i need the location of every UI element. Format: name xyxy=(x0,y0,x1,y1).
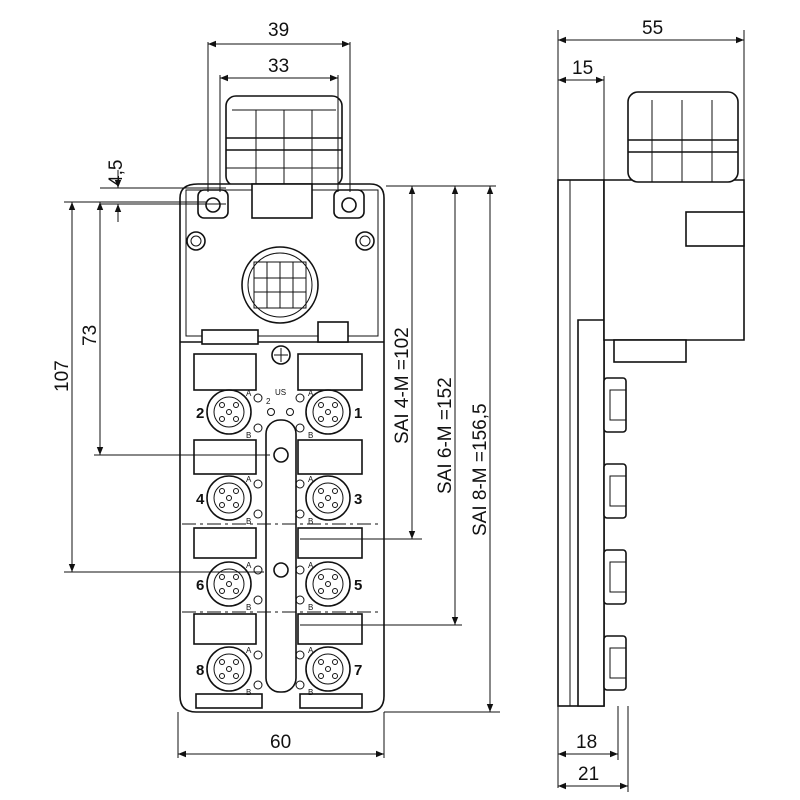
m12-socket xyxy=(305,389,351,435)
dim-18: 18 xyxy=(576,732,597,753)
port-number-3: 3 xyxy=(354,491,362,508)
dim-60: 60 xyxy=(270,732,291,753)
pin-label-a: A xyxy=(246,389,252,398)
side-upper-housing xyxy=(603,179,745,341)
side-connectors xyxy=(603,377,627,691)
dim-sai-4m: SAI 4-M =102 xyxy=(392,327,413,444)
dim-21: 21 xyxy=(578,764,599,785)
pin-label-a: A xyxy=(246,475,252,484)
central-connector xyxy=(241,246,319,324)
dim-sai-6m: SAI 6-M =152 xyxy=(435,377,456,494)
socket-group xyxy=(206,389,351,692)
label-slot-left xyxy=(201,329,259,345)
dim-15: 15 xyxy=(572,58,593,79)
pin-label-a: A xyxy=(308,389,314,398)
side-view xyxy=(557,91,745,707)
indicator-led xyxy=(273,447,289,463)
m12-socket xyxy=(305,646,351,692)
us2-indicator-label: 2 xyxy=(266,397,271,406)
pin-label-b: B xyxy=(246,431,251,440)
dim-sai-8m: SAI 8-M =156,5 xyxy=(470,403,491,536)
pin-label-b: B xyxy=(246,517,251,526)
front-view: US 2 xyxy=(179,95,385,713)
port-number-7: 7 xyxy=(354,662,362,679)
port-numbers: 1 2 3 4 5 6 7 8 xyxy=(196,405,362,679)
side-label xyxy=(685,211,745,247)
center-divider xyxy=(265,419,297,693)
dim-107: 107 xyxy=(52,360,73,392)
dim-4-5: 4,5 xyxy=(106,160,127,186)
label-strips xyxy=(193,353,363,709)
screw-left xyxy=(186,231,206,251)
port-leds xyxy=(253,393,305,690)
pin-label-a: A xyxy=(246,646,252,655)
side-rail xyxy=(577,319,605,707)
indicator-led xyxy=(273,562,289,578)
pin-label-b: B xyxy=(246,603,251,612)
side-dimensions: 55 15 18 21 xyxy=(557,18,745,792)
m12-socket xyxy=(206,389,252,435)
pin-label-a: A xyxy=(308,646,314,655)
m12-socket xyxy=(206,646,252,692)
dim-33: 33 xyxy=(268,56,289,77)
pin-label-a: A xyxy=(308,561,314,570)
pin-label-b: B xyxy=(308,688,313,697)
m12-socket xyxy=(206,475,252,521)
side-step xyxy=(613,339,687,363)
mounting-hole-top-right xyxy=(333,189,365,219)
pin-label-b: B xyxy=(308,603,313,612)
side-cable-gland xyxy=(627,91,739,183)
cable-gland xyxy=(225,95,343,187)
port-number-5: 5 xyxy=(354,577,362,594)
m12-socket xyxy=(305,561,351,607)
dim-55: 55 xyxy=(642,18,663,39)
center-screw xyxy=(271,345,291,365)
label-slot-right xyxy=(317,321,349,343)
pin-label-a: A xyxy=(246,561,252,570)
m12-socket xyxy=(305,475,351,521)
pin-label-a: A xyxy=(308,475,314,484)
pin-label-b: B xyxy=(246,688,251,697)
us-indicator-label: US xyxy=(275,388,286,397)
pin-label-b: B xyxy=(308,431,313,440)
port-number-8: 8 xyxy=(196,662,204,679)
screw-right xyxy=(355,231,375,251)
port-number-6: 6 xyxy=(196,577,204,594)
port-number-2: 2 xyxy=(196,405,204,422)
pin-label-b: B xyxy=(308,517,313,526)
front-dimensions: 39 33 4,5 107 73 SAI 4-M =102 SAI 6-M =1… xyxy=(52,20,500,758)
dim-39: 39 xyxy=(268,20,289,41)
pin-labels: A B A B A B A B A B A B A B A B xyxy=(246,389,314,697)
m12-socket xyxy=(206,561,252,607)
label-window-top xyxy=(251,183,313,219)
port-number-1: 1 xyxy=(354,405,362,422)
port-number-4: 4 xyxy=(196,491,205,508)
dim-73: 73 xyxy=(80,325,101,346)
